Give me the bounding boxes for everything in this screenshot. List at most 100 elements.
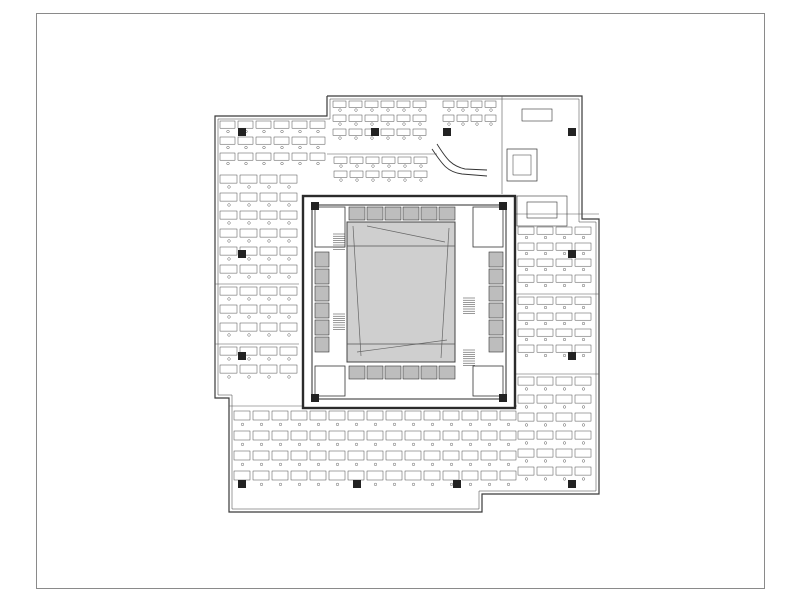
atrium-diagonal bbox=[356, 339, 448, 353]
structural-columns bbox=[238, 128, 576, 488]
chair-icon bbox=[525, 322, 529, 326]
chair-icon bbox=[402, 122, 406, 126]
desk-icon bbox=[555, 226, 573, 235]
core-room bbox=[438, 365, 456, 380]
desk-icon bbox=[555, 448, 573, 458]
chair-icon bbox=[355, 462, 359, 466]
column-icon bbox=[499, 394, 507, 402]
desk-icon bbox=[239, 286, 258, 296]
chair-icon bbox=[247, 297, 251, 301]
desk-icon bbox=[332, 114, 347, 122]
workstation-zones bbox=[219, 100, 592, 486]
chair-icon bbox=[544, 284, 548, 288]
chair-icon bbox=[280, 146, 284, 150]
desk-icon bbox=[480, 450, 498, 461]
chair-icon bbox=[412, 482, 416, 486]
chair-icon bbox=[336, 482, 340, 486]
chair-icon bbox=[374, 422, 378, 426]
chair-icon bbox=[354, 108, 358, 112]
column-icon bbox=[311, 202, 319, 210]
chair-icon bbox=[469, 482, 473, 486]
desk-icon bbox=[259, 304, 278, 314]
chair-icon bbox=[240, 462, 244, 466]
chair-icon bbox=[582, 459, 586, 463]
chair-icon bbox=[582, 338, 586, 342]
chair-icon bbox=[354, 122, 358, 126]
chair-icon bbox=[544, 423, 548, 427]
chair-icon bbox=[370, 108, 374, 112]
corner-service-room bbox=[314, 365, 346, 397]
chair-icon bbox=[298, 422, 302, 426]
desk-icon bbox=[255, 136, 272, 145]
chair-icon bbox=[386, 122, 390, 126]
chair-icon bbox=[412, 462, 416, 466]
chair-icon bbox=[544, 387, 548, 391]
desk-icon bbox=[517, 312, 535, 321]
desk-icon bbox=[536, 312, 554, 321]
chair-icon bbox=[371, 164, 375, 168]
conference-room bbox=[516, 195, 568, 227]
desk-icon bbox=[517, 394, 535, 404]
chair-icon bbox=[475, 122, 479, 126]
floor-plan bbox=[214, 95, 600, 513]
chair-icon bbox=[287, 315, 291, 319]
desk-icon bbox=[273, 152, 290, 161]
desk-icon bbox=[574, 242, 592, 251]
chair-icon bbox=[247, 357, 251, 361]
desk-icon bbox=[259, 364, 278, 374]
desk-icon bbox=[461, 450, 479, 461]
desk-icon bbox=[290, 410, 308, 421]
chair-icon bbox=[544, 354, 548, 358]
desk-icon bbox=[259, 322, 278, 332]
chair-icon bbox=[267, 221, 271, 225]
chair-icon bbox=[227, 185, 231, 189]
desk-icon bbox=[239, 346, 258, 356]
chair-icon bbox=[525, 354, 529, 358]
desk-icon bbox=[255, 152, 272, 161]
desk-icon bbox=[252, 410, 270, 421]
desk-icon bbox=[347, 430, 365, 441]
core-room bbox=[384, 206, 402, 221]
desk-icon bbox=[574, 258, 592, 267]
desk-icon bbox=[413, 170, 428, 178]
chair-icon bbox=[226, 130, 230, 134]
chair-icon bbox=[267, 297, 271, 301]
chair-icon bbox=[563, 338, 567, 342]
desk-icon bbox=[555, 394, 573, 404]
meeting-table bbox=[521, 108, 553, 122]
desk-icon bbox=[239, 322, 258, 332]
chair-icon bbox=[267, 333, 271, 337]
desk-icon bbox=[279, 304, 298, 314]
chair-icon bbox=[544, 306, 548, 310]
column-icon bbox=[371, 128, 379, 136]
desk-icon bbox=[555, 344, 573, 353]
chair-icon bbox=[226, 162, 230, 166]
chair-icon bbox=[354, 136, 358, 140]
desk-icon bbox=[252, 430, 270, 441]
desk-icon bbox=[536, 296, 554, 305]
desk-icon bbox=[259, 210, 278, 220]
chair-icon bbox=[317, 422, 321, 426]
atrium-diagonal bbox=[352, 225, 362, 357]
chair-icon bbox=[338, 136, 342, 140]
chair-icon bbox=[418, 108, 422, 112]
chair-icon bbox=[544, 236, 548, 240]
chair-icon bbox=[247, 333, 251, 337]
chair-icon bbox=[450, 442, 454, 446]
conference-table bbox=[526, 201, 558, 219]
chair-icon bbox=[525, 423, 529, 427]
chair-icon bbox=[336, 442, 340, 446]
desk-icon bbox=[396, 114, 411, 122]
chair-icon bbox=[370, 136, 374, 140]
desk-icon bbox=[442, 430, 460, 441]
chair-icon bbox=[563, 306, 567, 310]
desk-icon bbox=[574, 226, 592, 235]
desk-icon bbox=[365, 170, 380, 178]
atrium-diagonal bbox=[440, 227, 450, 359]
chair-icon bbox=[336, 462, 340, 466]
chair-icon bbox=[374, 482, 378, 486]
desk-icon bbox=[536, 344, 554, 353]
desk-icon bbox=[470, 100, 483, 108]
desk-icon bbox=[290, 470, 308, 481]
chair-icon bbox=[419, 164, 423, 168]
